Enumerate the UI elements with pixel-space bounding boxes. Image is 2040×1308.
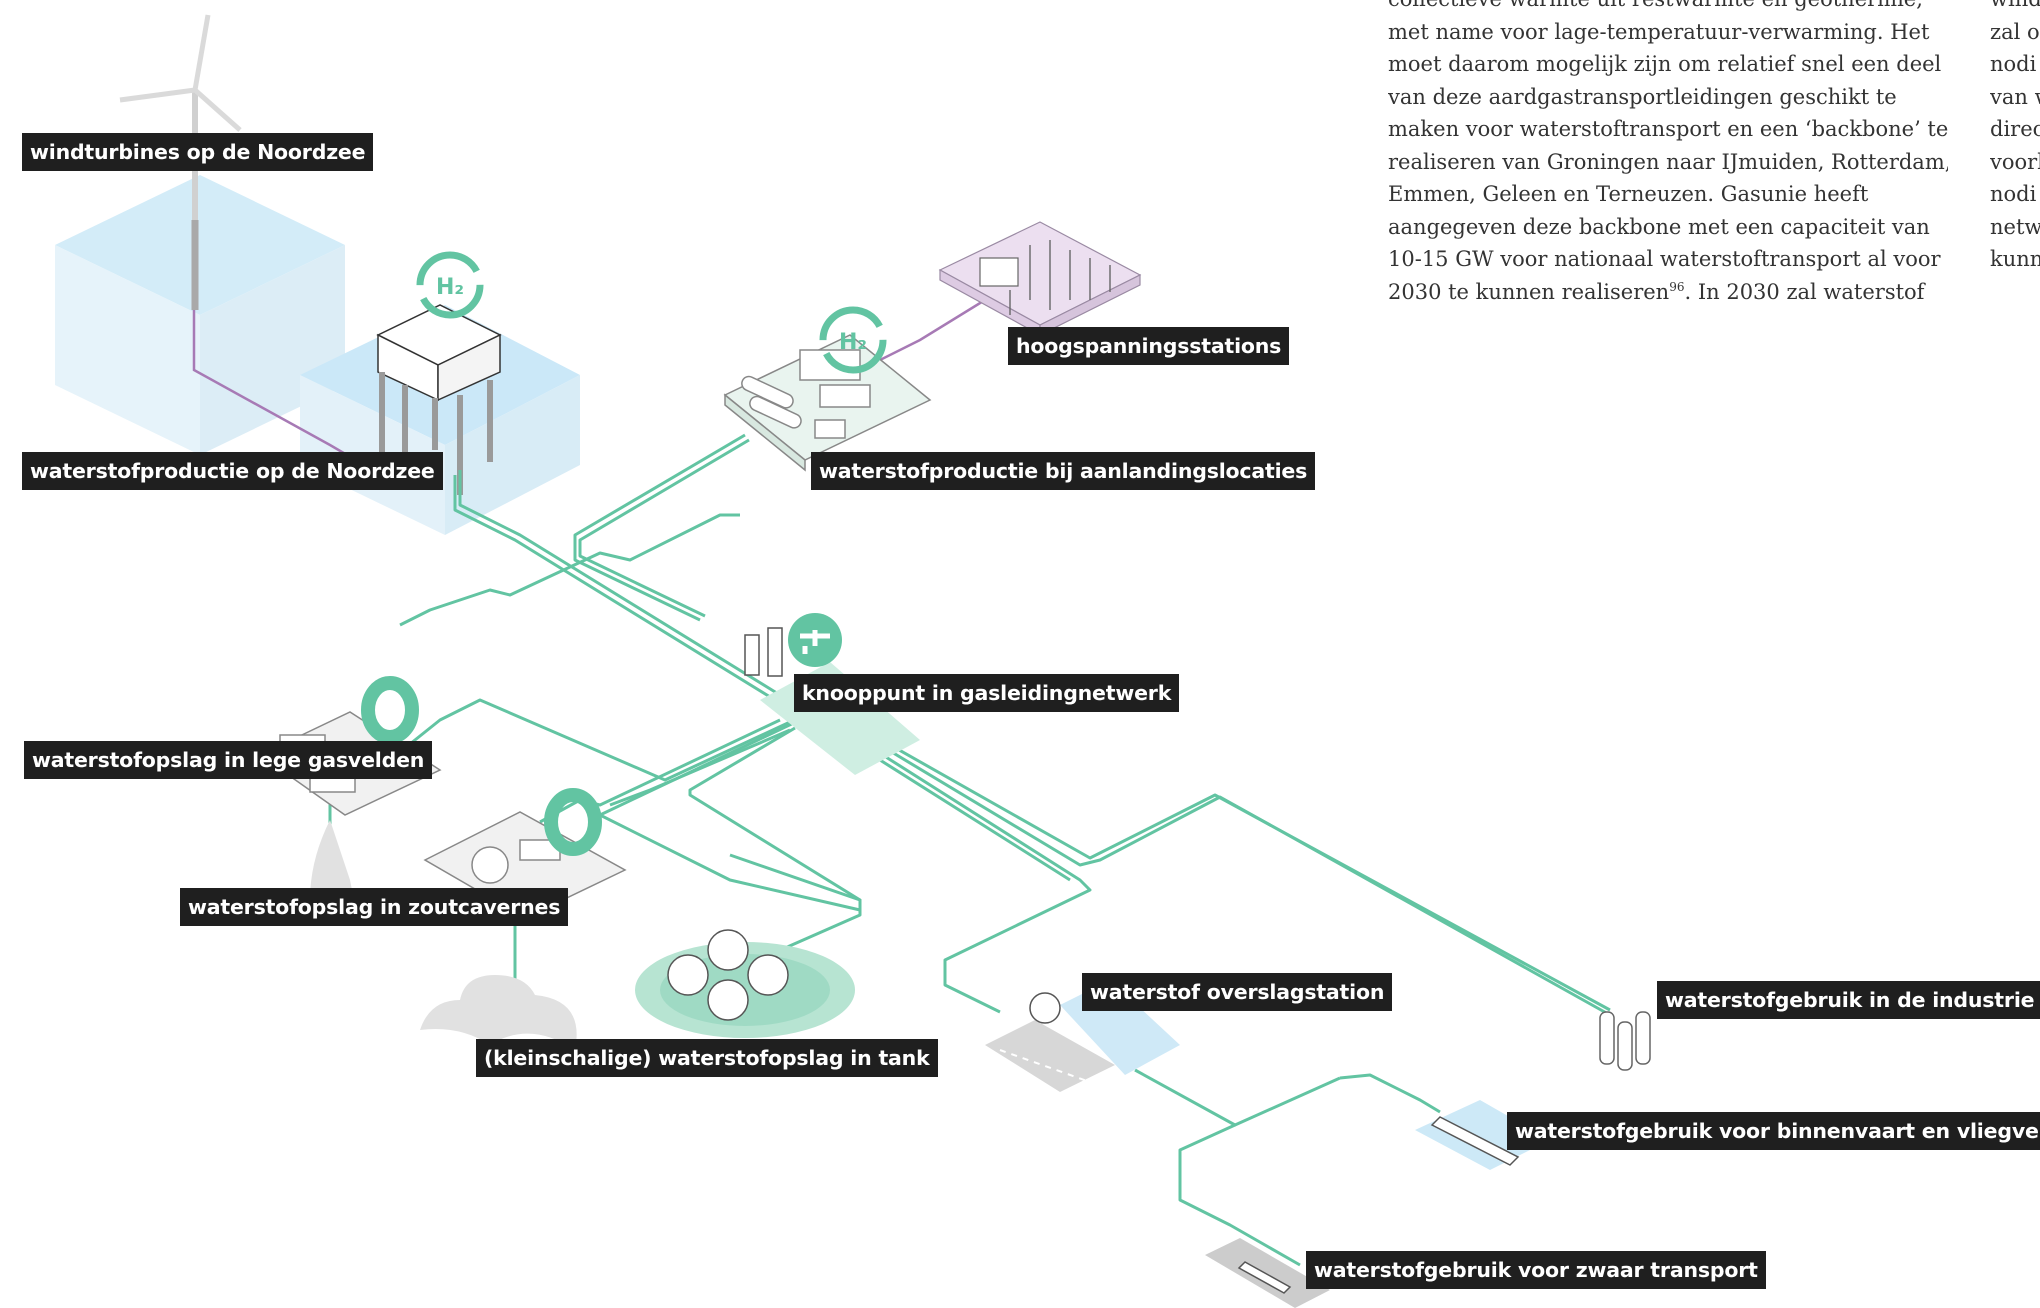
high-voltage-station: [938, 221, 1142, 337]
text-line: van w: [1990, 84, 2040, 109]
label-gebruik-binnenvaart: waterstofgebruik voor binnenvaart en vli…: [1507, 1112, 2040, 1150]
text-line: 2030 te kunnen realiseren96. In 2030 zal…: [1388, 276, 1948, 309]
text-line: moet daarom mogelijk zijn om relatief sn…: [1388, 52, 1942, 76]
text-line: netw: [1990, 214, 2040, 239]
body-text-column-2: wind zal o nodi van w direc voorl nodi n…: [1990, 0, 2040, 276]
text-line: realiseren van Groningen naar IJmuiden, …: [1388, 149, 1948, 174]
truck-icon: [1205, 1238, 1330, 1308]
text-segment: . In 2030 zal waterstof: [1684, 279, 1925, 304]
h2-symbol: H₂: [839, 330, 867, 355]
label-hoogspanning: hoogspanningsstations: [1008, 327, 1290, 365]
text-line: kunn: [1990, 247, 2040, 271]
footnote-ref[interactable]: 96: [1669, 279, 1685, 294]
wind-turbine-icon: [119, 14, 242, 310]
text-line: aangegeven deze backbone met een capacit…: [1388, 214, 1930, 239]
tank-storage: [635, 929, 855, 1038]
label-productie-noordzee: waterstofproductie op de Noordzee: [22, 452, 443, 490]
label-windturbines: windturbines op de Noordzee: [22, 133, 374, 171]
text-line: nodi: [1990, 52, 2037, 76]
text-line: Emmen, Geleen en Terneuzen. Gasunie heef…: [1388, 182, 1869, 206]
label-gebruik-industrie: waterstofgebruik in de industrie: [1657, 981, 2040, 1019]
onshore-production-site: [723, 334, 932, 472]
text-segment: 2030 te kunnen realiseren: [1388, 279, 1670, 304]
text-line: van deze aardgastransportleidingen gesch…: [1388, 84, 1897, 109]
label-gebruik-zwaar-transport: waterstofgebruik voor zwaar transport: [1306, 1251, 1766, 1289]
label-knooppunt: knooppunt in gasleidingnetwerk: [794, 674, 1180, 712]
text-line: voorl: [1990, 149, 2040, 174]
ship-icon: [1415, 1100, 1550, 1170]
text-line: maken voor waterstoftransport en een ‘ba…: [1388, 117, 1948, 141]
text-line: wind: [1990, 0, 2040, 16]
h2-recycle-icon: H₂: [416, 251, 484, 319]
text-line: met name voor lage-temperatuur-verwarmin…: [1388, 19, 1930, 44]
h2-symbol: H₂: [436, 275, 464, 300]
label-productie-aanlanding: waterstofproductie bij aanlandingslocati…: [811, 452, 1316, 490]
industry-icon: [1599, 1011, 1651, 1071]
text-line: nodi: [1990, 182, 2037, 206]
text-line: collectieve warmte uit restwarmte en geo…: [1388, 0, 1948, 16]
label-opslag-tank: (kleinschalige) waterstofopslag in tank: [476, 1039, 938, 1077]
text-line: zal o: [1990, 19, 2040, 44]
body-text-column: collectieve warmte uit restwarmte en geo…: [1388, 0, 1948, 308]
text-line: direc: [1990, 117, 2040, 141]
label-overslagstation: waterstof overslagstation: [1082, 973, 1393, 1011]
h2-recycle-icon: H₂: [819, 306, 887, 374]
label-opslag-zoutcavernes: waterstofopslag in zoutcavernes: [180, 888, 569, 926]
text-line: 10-15 GW voor nationaal waterstoftranspo…: [1388, 247, 1941, 271]
label-opslag-gasvelden: waterstofopslag in lege gasvelden: [24, 741, 433, 779]
